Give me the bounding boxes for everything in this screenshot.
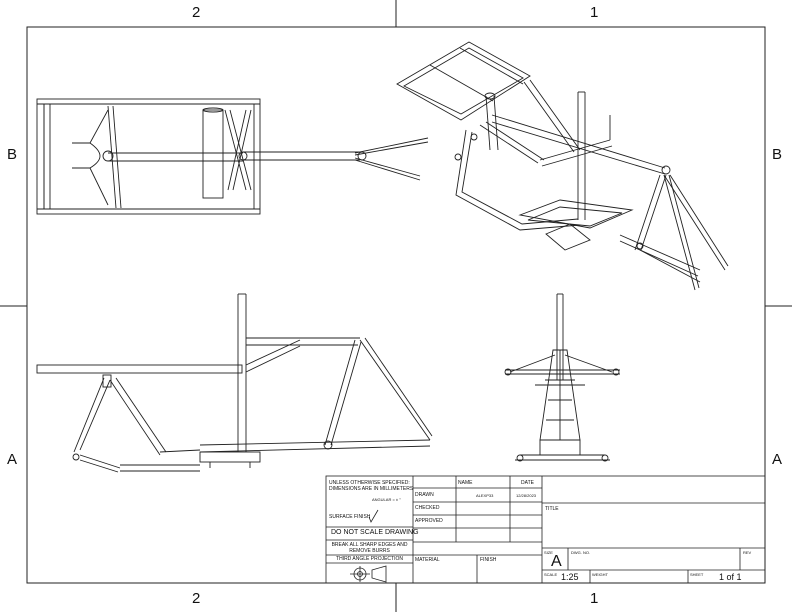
third-angle-projection-label: THIRD ANGLE PROJECTION [336,556,403,562]
drawn-date: 12/28/2023 [516,493,537,498]
sheet-value: 1 of 1 [719,572,742,582]
zone-col-top-left: 2 [192,4,201,21]
checked-label: CHECKED [415,505,440,511]
scale-label: SCALE [544,572,558,577]
zone-col-bottom-right: 1 [590,590,599,607]
top-view [36,98,429,215]
do-not-scale-note: DO NOT SCALE DRAWING [331,529,419,536]
size-value: A [551,553,562,570]
tolerance-note-line2: DIMENSIONS ARE IN MILLIMETERS [329,486,414,492]
finish-label: FINISH [480,557,497,563]
approved-label: APPROVED [415,518,443,524]
material-label: MATERIAL [415,557,440,563]
title-label: TITLE [545,506,559,512]
rev-label: REV [743,550,752,555]
third-angle-projection-icon [350,565,387,583]
title-block-frame [325,475,766,584]
zone-col-bottom-left: 2 [192,590,201,607]
drawn-label: DRAWN [415,492,434,498]
drawn-name: ALEXP33 [476,493,494,498]
break-edges-line1: BREAK ALL SHARP EDGES AND [331,542,408,548]
surface-finish-symbol [368,509,379,523]
zone-row-b-left: B [7,146,18,163]
sheet-label: SHEET [690,572,704,577]
size-label: SIZE [544,550,553,555]
zone-row-a-left: A [7,451,18,468]
weight-label: WEIGHT [592,572,608,577]
zone-row-b-right: B [772,146,783,163]
zone-col-top-right: 1 [590,4,599,21]
surface-finish-label: SURFACE FINISH [329,514,371,520]
isometric-view [396,41,729,291]
scale-value: 1:25 [561,572,579,582]
angular-tolerance: ANGULAR = ± ° [372,497,401,502]
break-edges-line2: REMOVE BURRS [349,548,390,554]
side-view [36,293,433,473]
dwg-no-label: DWG. NO. [571,550,591,555]
zone-row-a-right: A [772,451,783,468]
front-view [504,293,620,462]
name-header: NAME [458,480,473,486]
date-header: DATE [521,480,534,486]
tolerance-note-line1: UNLESS OTHERWISE SPECIFIED: [329,480,410,486]
